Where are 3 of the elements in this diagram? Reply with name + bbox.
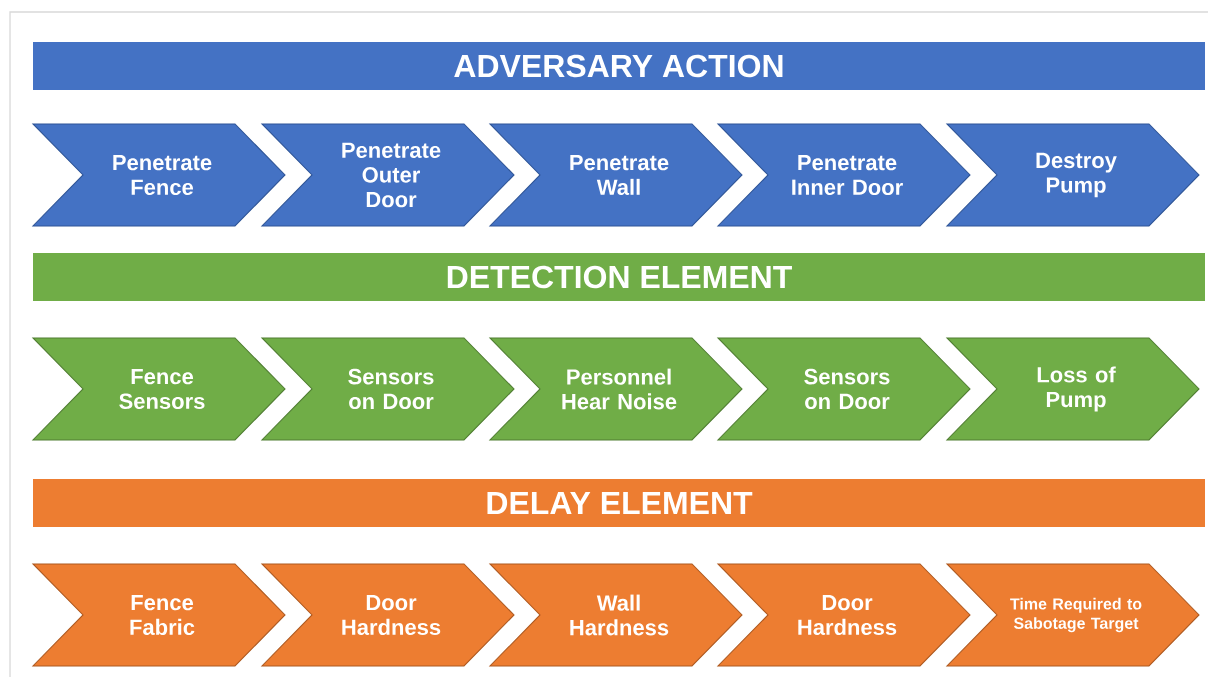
banner-bar: DETECTION ELEMENT (33, 253, 1205, 301)
banner-bar: ADVERSARY ACTION (33, 42, 1205, 90)
banner-bar: DELAY ELEMENT (33, 479, 1205, 527)
